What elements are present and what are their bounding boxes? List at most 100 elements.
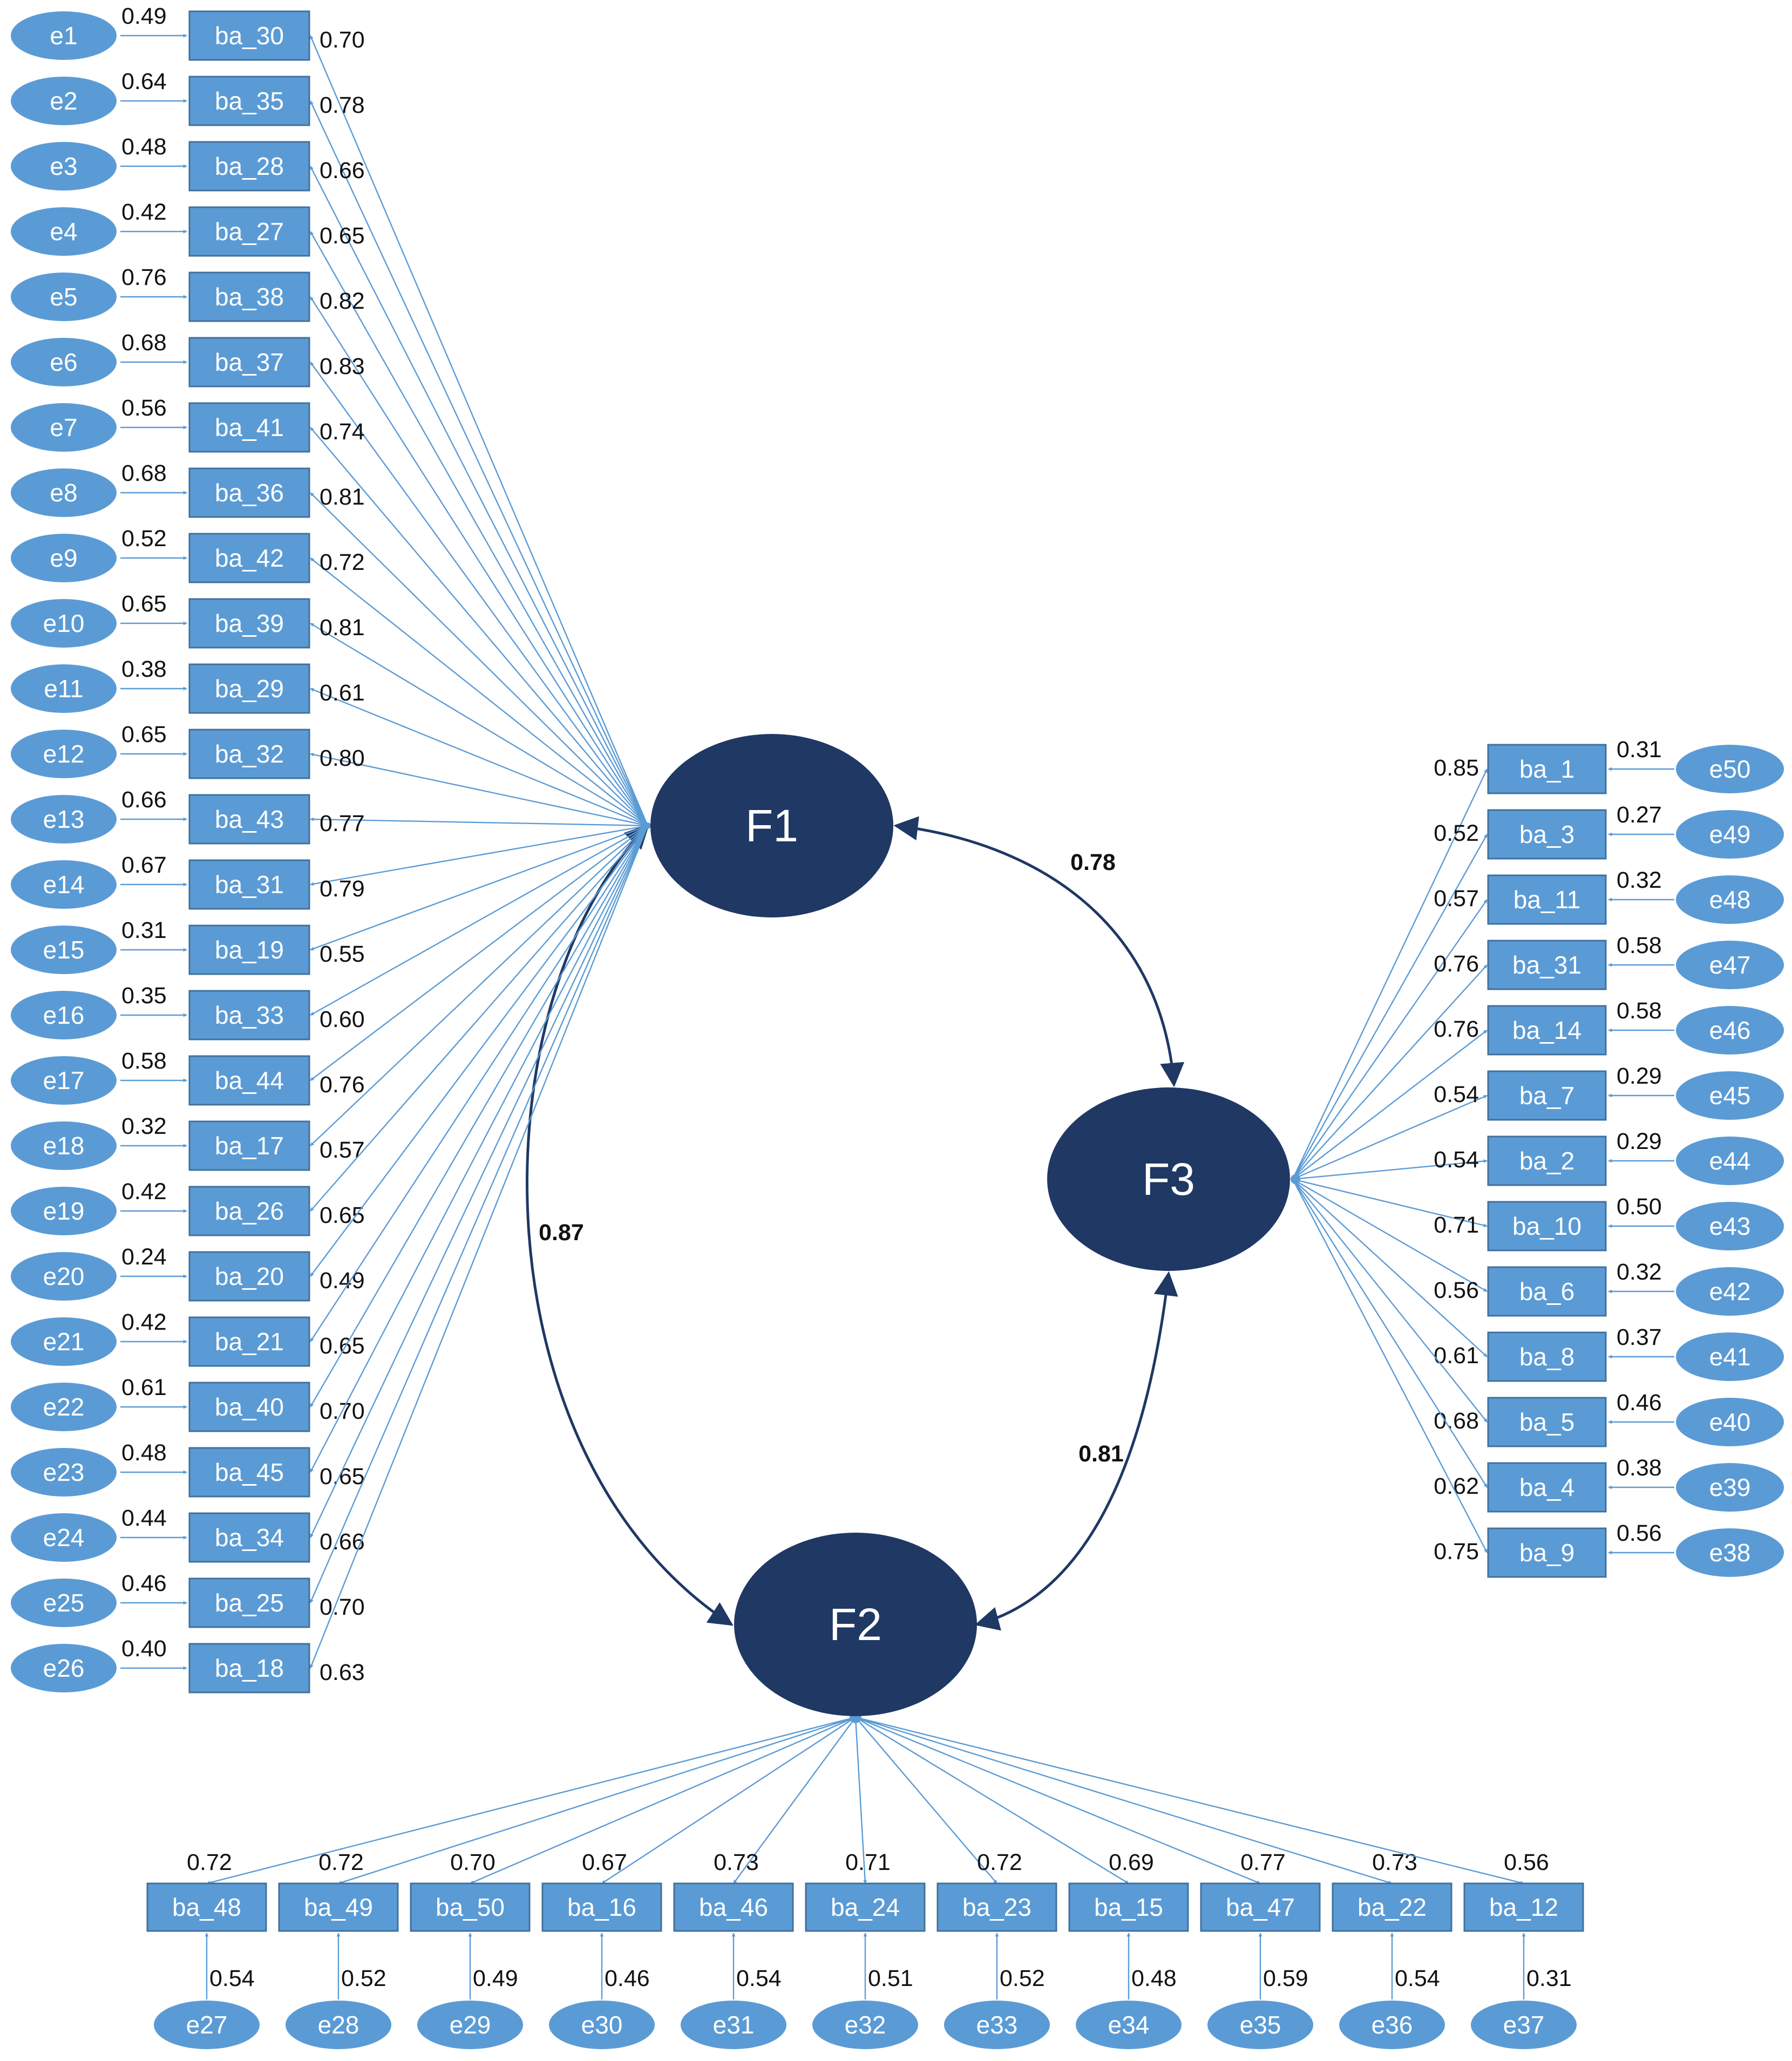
error-variance-value: 0.31 [1526,1965,1572,1991]
error-ellipse [11,1579,117,1627]
loading-path [309,825,649,1407]
latent-f1-ellipse [650,734,893,917]
error-label: e25 [43,1589,85,1617]
error-ellipse [11,991,117,1039]
error-label: e35 [1240,2011,1281,2039]
loading-path [855,1716,1261,1885]
item-label: ba_1 [1519,755,1574,783]
loading-path [309,296,649,826]
error-variance-value: 0.27 [1617,802,1662,828]
error-label: e33 [976,2011,1018,2039]
item-box [188,141,310,192]
error-label: e20 [43,1262,85,1290]
loading-value: 0.63 [320,1659,365,1685]
loading-value: 0.65 [320,223,365,249]
error-variance-value: 0.48 [121,1440,167,1466]
loading-value: 0.72 [187,1849,232,1875]
loading-path [310,752,648,827]
error-label: e48 [1709,886,1751,914]
error-ellipse [286,2001,391,2049]
item-label: ba_16 [567,1893,636,1921]
item-box [1487,1331,1607,1382]
factor3-hub [1291,1174,1300,1184]
error-ellipse [944,2001,1050,2049]
loading-path [310,825,648,1016]
item-label: ba_45 [215,1458,284,1486]
loading-path [855,1717,997,1884]
item-box [188,1577,310,1628]
item-label: ba_40 [215,1393,284,1421]
error-label: e10 [43,609,85,637]
error-ellipse [154,2001,260,2049]
error-ellipse [11,338,117,386]
error-variance-value: 0.65 [121,591,167,617]
error-ellipse [11,599,117,648]
item-box [188,1643,310,1693]
error-label: e18 [43,1132,85,1160]
error-label: e38 [1709,1539,1751,1567]
item-label: ba_24 [831,1893,900,1921]
item-label: ba_20 [215,1262,284,1290]
loading-path [309,825,649,1603]
error-label: e43 [1709,1212,1751,1240]
item-label: ba_5 [1519,1408,1574,1436]
loading-value: 0.72 [318,1849,364,1875]
error-ellipse [1676,1267,1784,1316]
item-box [188,337,310,387]
error-label: e31 [713,2011,755,2039]
item-box [188,1447,310,1498]
error-variance-value: 0.54 [209,1965,255,1991]
loading-path [310,825,648,1277]
loading-path [854,1717,867,1884]
error-label: e9 [50,544,77,572]
loading-path [1292,1178,1488,1293]
loading-value: 0.77 [1240,1849,1286,1875]
item-box [936,1882,1057,1932]
error-label: e50 [1709,755,1751,783]
error-label: e6 [50,348,77,376]
item-box [188,729,310,779]
item-box [1487,1135,1607,1186]
loading-value: 0.77 [320,811,365,836]
error-variance-value: 0.58 [121,1048,167,1074]
loading-path [1292,1159,1488,1180]
item-label: ba_49 [304,1893,373,1921]
error-label: e3 [50,152,77,180]
item-box [1200,1882,1321,1932]
item-box [1487,1527,1607,1578]
error-label: e39 [1709,1473,1751,1501]
item-label: ba_48 [172,1893,241,1921]
error-label: e49 [1709,820,1751,848]
loading-value: 0.57 [320,1137,365,1163]
item-box [188,859,310,910]
error-variance-value: 0.54 [736,1965,782,1991]
correlation-path-f1-f2 [526,824,734,1626]
error-variance-value: 0.37 [1617,1324,1662,1350]
item-box [188,76,310,126]
loading-path [601,1716,856,1885]
item-label: ba_10 [1512,1212,1581,1240]
item-label: ba_21 [215,1328,284,1356]
error-variance-value: 0.52 [1000,1965,1045,1991]
item-label: ba_17 [215,1132,284,1160]
error-label: e17 [43,1066,85,1094]
item-box [188,533,310,583]
item-label: ba_8 [1519,1343,1574,1371]
item-label: ba_19 [215,936,284,964]
correlation-path-f1-f3 [893,816,1185,1087]
loading-value: 0.72 [320,549,365,575]
factor1-hub [644,822,651,829]
loading-value: 0.70 [320,1594,365,1620]
loading-path [310,825,648,1081]
